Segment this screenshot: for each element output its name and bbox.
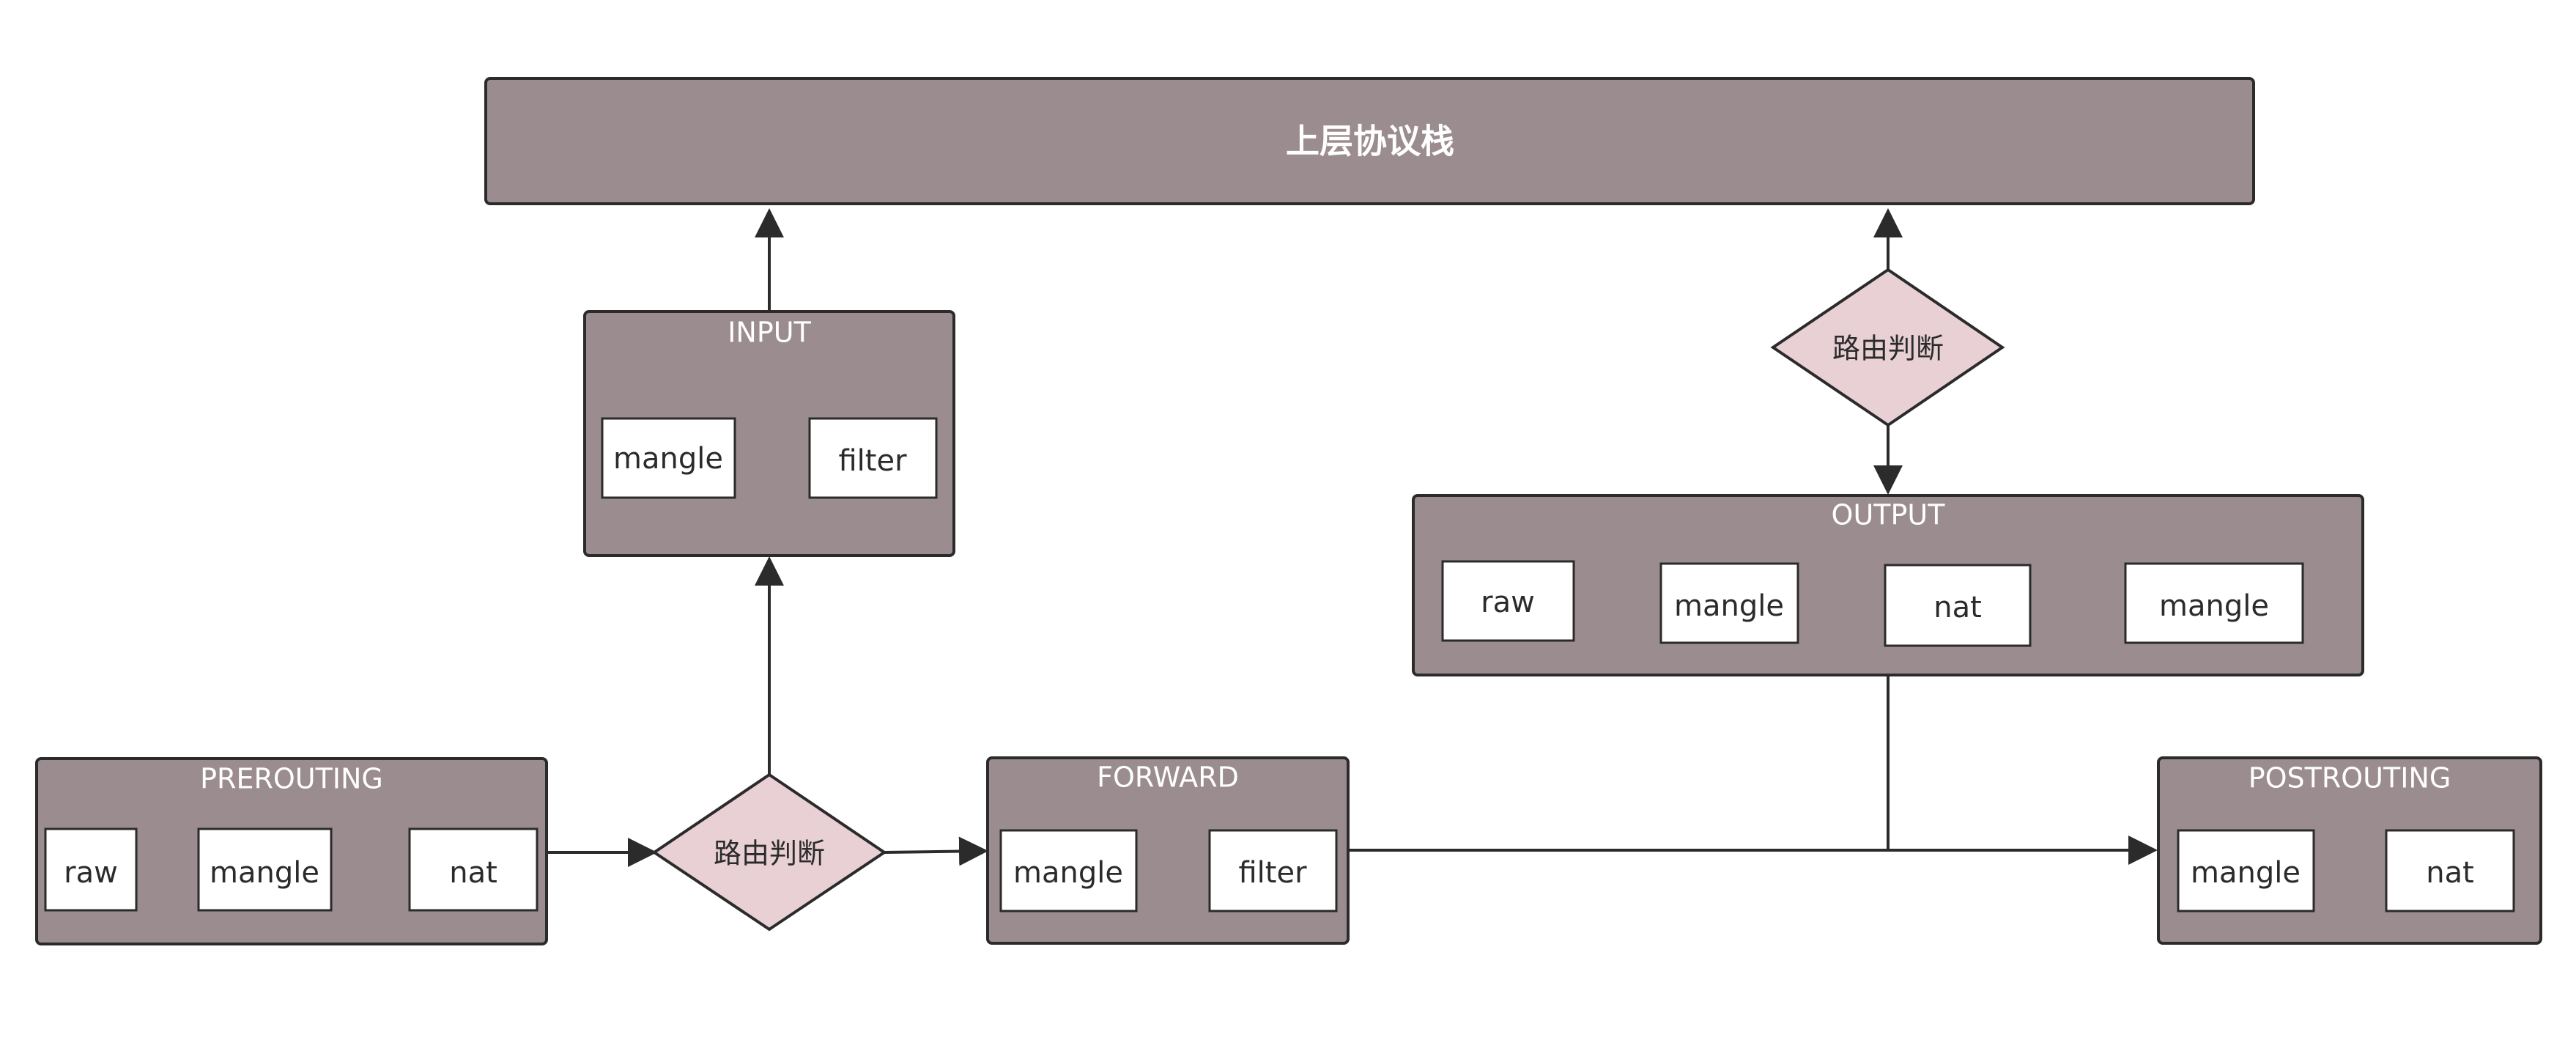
upper-protocol-stack-node: 上层协议栈 (484, 77, 2255, 205)
chain-forward: FORWARD mangle filter (986, 756, 1350, 945)
input-table-filter-label: filter (838, 444, 907, 478)
pre-table-raw (44, 827, 138, 912)
upper-protocol-stack-box (484, 77, 2255, 205)
post-table-nat-label: nat (2426, 856, 2474, 890)
route-decision-label: 路由判断 (714, 838, 825, 870)
out-route-decision-label: 路由判断 (1832, 333, 1944, 365)
forward-table-filter (1208, 829, 1338, 912)
post-table-nat (2385, 829, 2515, 912)
pre-table-raw-label: raw (64, 856, 118, 890)
chain-prerouting-title: PREROUTING (200, 763, 383, 795)
chain-output-title: OUTPUT (1832, 499, 1946, 531)
input-table-filter (808, 417, 938, 499)
route-decision-node: 路由判断 (651, 772, 887, 932)
post-table-mangle (2177, 829, 2315, 912)
post-table-mangle-label: mangle (2191, 856, 2301, 890)
output-table-mangle-2 (2124, 562, 2304, 644)
output-table-raw-label: raw (1481, 586, 1535, 619)
chain-input: INPUT mangle filter (583, 310, 955, 557)
input-table-mangle-label: mangle (613, 442, 723, 476)
input-table-mangle (601, 417, 736, 499)
chain-input-title: INPUT (728, 317, 811, 349)
output-table-mangle-1 (1659, 562, 1799, 644)
forward-table-filter-label: filter (1238, 856, 1307, 890)
chain-prerouting: PREROUTING raw mangle nat (35, 757, 548, 945)
pre-table-mangle-label: mangle (210, 856, 319, 890)
forward-table-mangle-label: mangle (1013, 856, 1123, 890)
output-table-mangle-2-label: mangle (2159, 589, 2269, 623)
chain-output: OUTPUT raw mangle nat mangle (1412, 494, 2364, 676)
forward-table-mangle (999, 829, 1138, 912)
out-route-decision-diamond (1770, 268, 2005, 427)
pre-table-nat-label: nat (449, 856, 497, 890)
edge-route-decision-to-forward (884, 836, 988, 866)
chain-postrouting-title: POSTROUTING (2249, 762, 2451, 794)
route-decision-diamond (651, 772, 887, 932)
output-table-raw (1441, 560, 1575, 642)
upper-protocol-stack-label: 上层协议栈 (1286, 122, 1454, 161)
output-table-nat (1884, 564, 2032, 647)
chain-forward-title: FORWARD (1097, 761, 1239, 794)
pre-table-mangle (197, 827, 333, 912)
pre-table-nat (408, 827, 538, 912)
out-route-decision-node: 路由判断 (1770, 268, 2005, 427)
output-table-mangle-1-label: mangle (1674, 589, 1784, 623)
chain-postrouting: POSTROUTING mangle nat (2157, 756, 2542, 945)
output-table-nat-label: nat (1933, 591, 1982, 624)
